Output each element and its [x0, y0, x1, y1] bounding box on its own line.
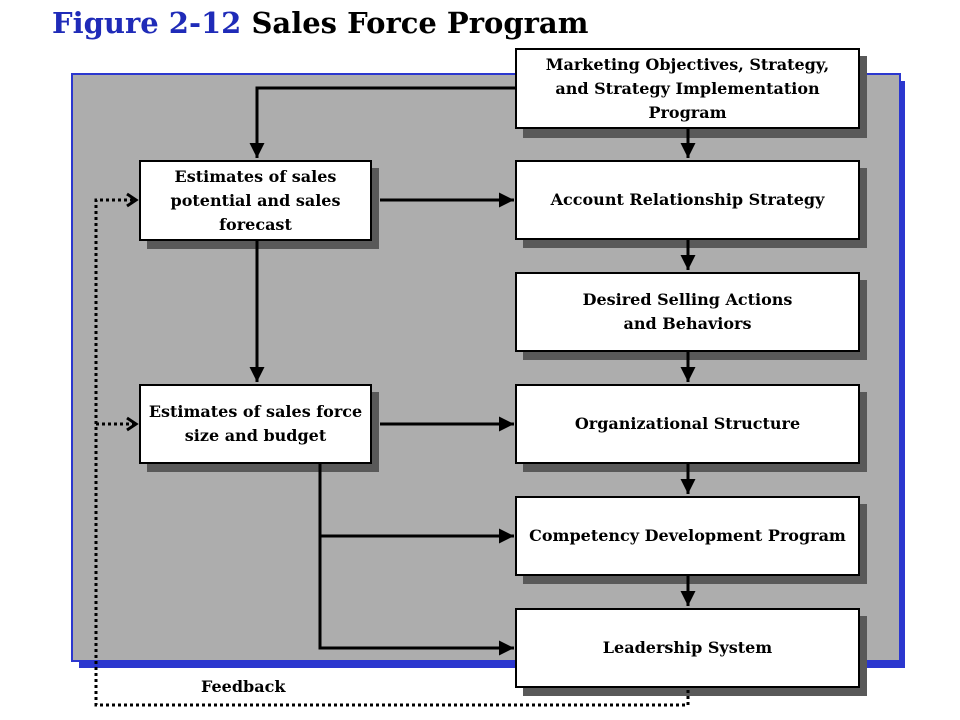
figure-name: Sales Force Program — [251, 6, 589, 40]
selling-actions-label: Desired Selling Actions and Behaviors — [582, 290, 793, 333]
sales-force-size-box: Estimates of sales force size and budget — [139, 384, 372, 464]
arrow-marketing-to-estimates — [249, 86, 516, 158]
arrow-size-to-leadership — [318, 536, 514, 656]
feedback-label: Feedback — [201, 677, 286, 696]
sales-force-size-label: Estimates of sales force size and budget — [148, 402, 363, 445]
marketing-objectives-box: Marketing Objectives, Strategy, and Stra… — [515, 48, 860, 129]
arrow-size-to-competency — [318, 464, 514, 544]
sales-potential-box: Estimates of sales potential and sales f… — [139, 160, 372, 241]
feedback-arrowhead — [126, 416, 139, 432]
organizational-structure-box: Organizational Structure — [515, 384, 860, 464]
leadership-system-box: Leadership System — [515, 608, 860, 688]
competency-development-box: Competency Development Program — [515, 496, 860, 576]
feedback-arrowhead — [126, 192, 139, 208]
sales-potential-label: Estimates of sales potential and sales f… — [170, 166, 341, 234]
selling-actions-box: Desired Selling Actions and Behaviors — [515, 272, 860, 352]
feedback-loop — [94, 198, 690, 707]
figure-title: Figure 2-12 Sales Force Program — [52, 6, 588, 40]
leadership-system-label: Leadership System — [602, 638, 773, 657]
figure-number: Figure 2-12 — [52, 6, 242, 40]
competency-development-label: Competency Development Program — [529, 526, 846, 545]
marketing-objectives-label: Marketing Objectives, Strategy, and Stra… — [545, 54, 830, 122]
account-relationship-label: Account Relationship Strategy — [550, 190, 825, 209]
account-relationship-box: Account Relationship Strategy — [515, 160, 860, 240]
organizational-structure-label: Organizational Structure — [574, 414, 801, 433]
